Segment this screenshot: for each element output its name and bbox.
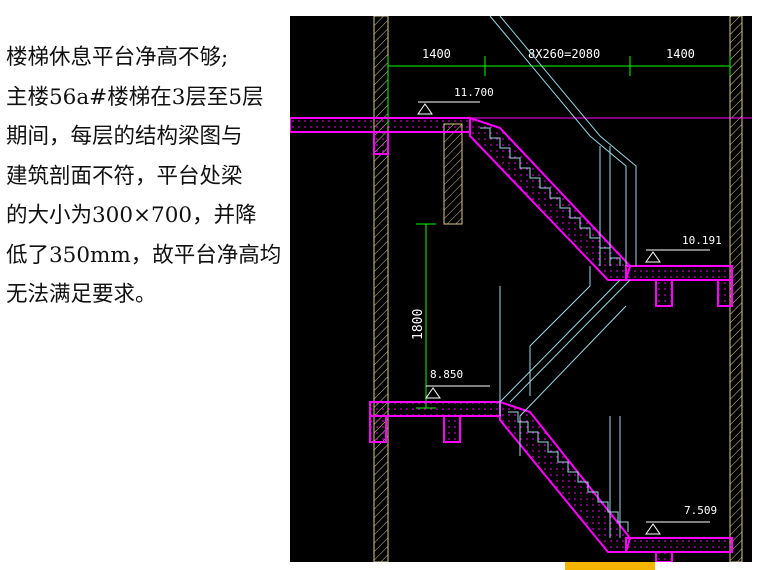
landing-7509 <box>625 537 733 562</box>
elevation-10191: 10.191 <box>682 234 722 247</box>
text-line-2: 主楼56a#楼梯在3层至5层 <box>6 84 264 110</box>
dim-right-label: 1400 <box>666 47 695 61</box>
stair-flight-upper <box>469 116 632 281</box>
text-line-3: 期间，每层的结构梁图与 <box>6 124 243 149</box>
text-line-6: 低了350mm，故平台净高均 <box>6 242 282 268</box>
dim-vertical-label: 1800 <box>411 309 426 340</box>
dim-middle-label: 8X260=2080 <box>528 47 600 61</box>
landing-beam <box>443 123 463 225</box>
stair-flight-opposite <box>489 16 637 538</box>
elevation-7509: 7.509 <box>684 504 717 517</box>
elevation-marker-7509 <box>645 521 710 535</box>
stair-flight-lower <box>499 400 632 553</box>
corner-logo <box>565 562 655 570</box>
text-line-7: 无法满足要求。 <box>6 282 157 307</box>
text-line-5: 的大小为300×700，并降 <box>6 203 257 228</box>
elevation-marker-10191 <box>645 249 710 263</box>
text-line-1: 楼梯休息平台净高不够; <box>6 45 229 70</box>
landing-8850 <box>369 401 501 443</box>
stair-section-drawing: 1400 8X260=2080 1400 1800 <box>290 16 752 562</box>
elevation-11700: 11.700 <box>454 86 494 99</box>
elevation-marker-11700 <box>417 101 480 115</box>
dim-left-label: 1400 <box>422 47 451 61</box>
left-wall <box>373 16 389 562</box>
top-dimension <box>387 56 731 126</box>
description-text: 楼梯休息平台净高不够; 主楼56a#楼梯在3层至5层 期间，每层的结构梁图与 建… <box>6 38 282 315</box>
elevation-8850: 8.850 <box>430 368 463 381</box>
text-line-4: 建筑剖面不符，平台处梁 <box>6 163 243 189</box>
floor-slab-upper <box>290 117 752 155</box>
elevation-marker-8850 <box>425 385 490 399</box>
landing-10191 <box>625 265 733 307</box>
